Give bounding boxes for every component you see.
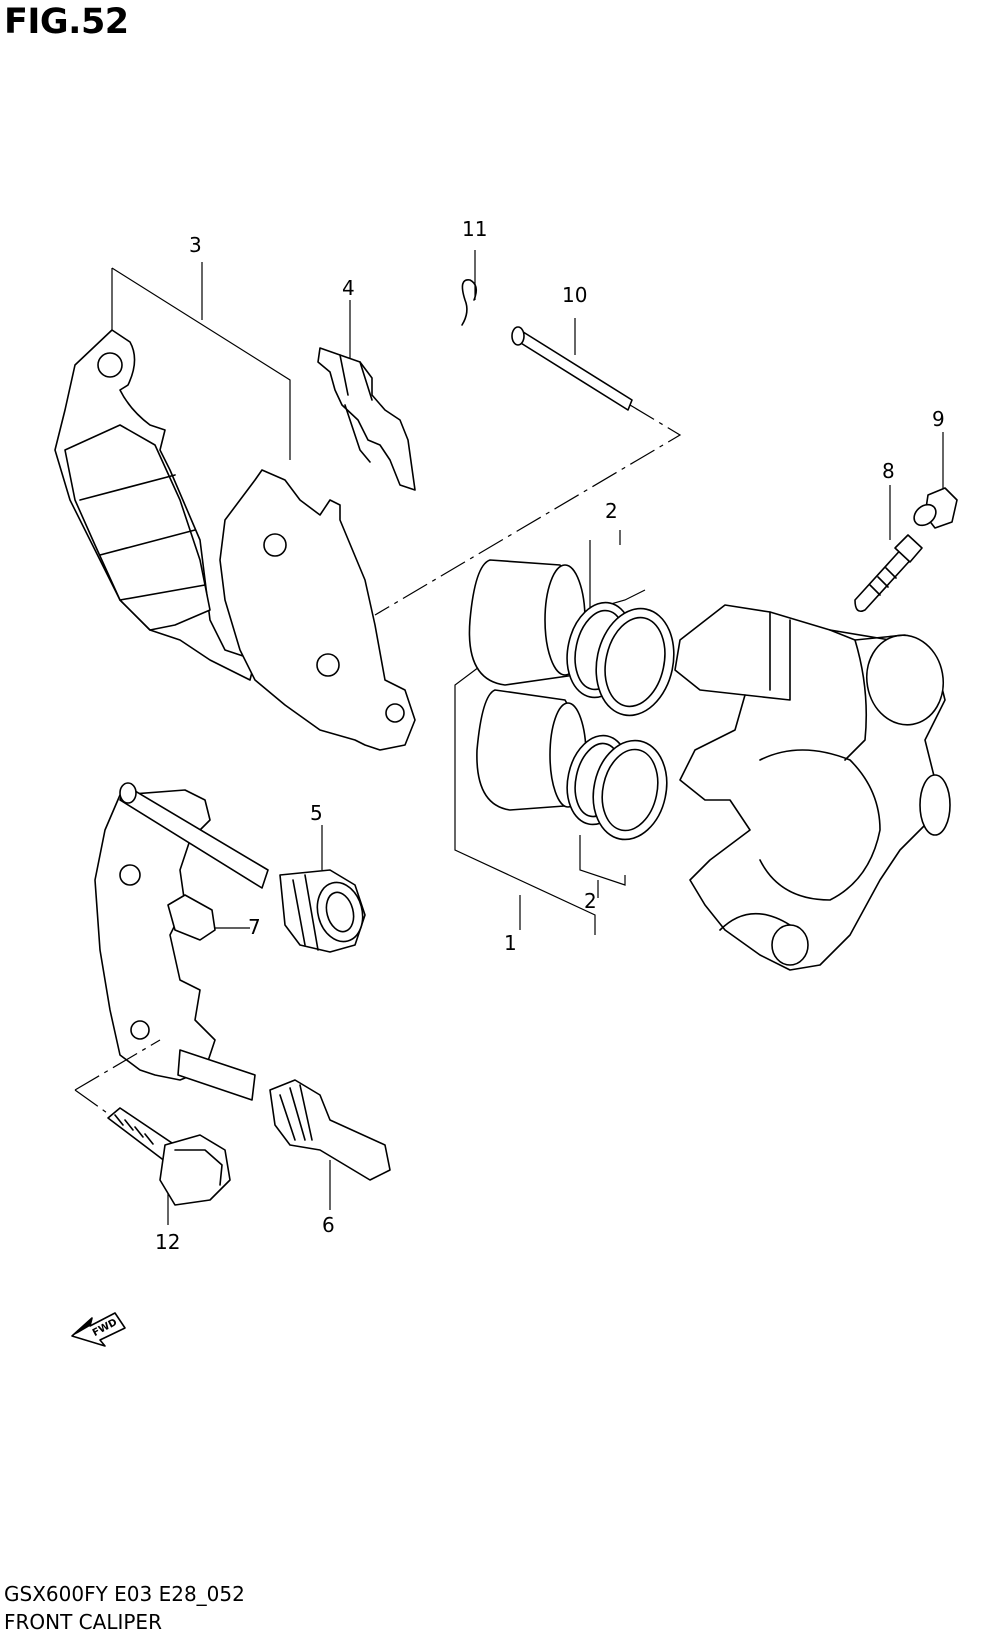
callout-2-lower: 2 <box>584 889 597 913</box>
callout-11: 11 <box>462 217 487 241</box>
bleeder-cap <box>913 432 958 529</box>
callout-1: 1 <box>504 931 517 955</box>
callout-7: 7 <box>248 915 261 939</box>
model-code: GSX600FY E03 E28_052 <box>4 1582 245 1606</box>
callout-5: 5 <box>310 801 323 825</box>
diagram-caption: FRONT CALIPER <box>4 1610 162 1634</box>
caliper-body <box>674 604 951 971</box>
callout-10: 10 <box>562 283 587 307</box>
caliper-bracket <box>94 782 269 1101</box>
pad-spring <box>317 300 416 491</box>
piston-seal-group <box>454 530 675 935</box>
callout-9: 9 <box>932 407 945 431</box>
callout-12: 12 <box>155 1230 180 1254</box>
pad-pin <box>374 318 682 616</box>
bleeder-valve <box>854 485 923 613</box>
callout-4: 4 <box>342 276 355 300</box>
brake-pad-set <box>54 262 416 751</box>
callout-2-upper: 2 <box>605 499 618 523</box>
pad-retainer <box>167 894 250 941</box>
pin-clip <box>461 250 478 326</box>
pin-boot <box>279 825 366 953</box>
guide-pin <box>269 1079 391 1210</box>
mounting-bolt <box>74 1039 231 1225</box>
fwd-arrow-icon: FWD <box>71 1312 126 1347</box>
callout-8: 8 <box>882 459 895 483</box>
figure-title: FIG.52 <box>4 2 129 42</box>
callout-6: 6 <box>322 1213 335 1237</box>
callout-3: 3 <box>189 233 202 257</box>
